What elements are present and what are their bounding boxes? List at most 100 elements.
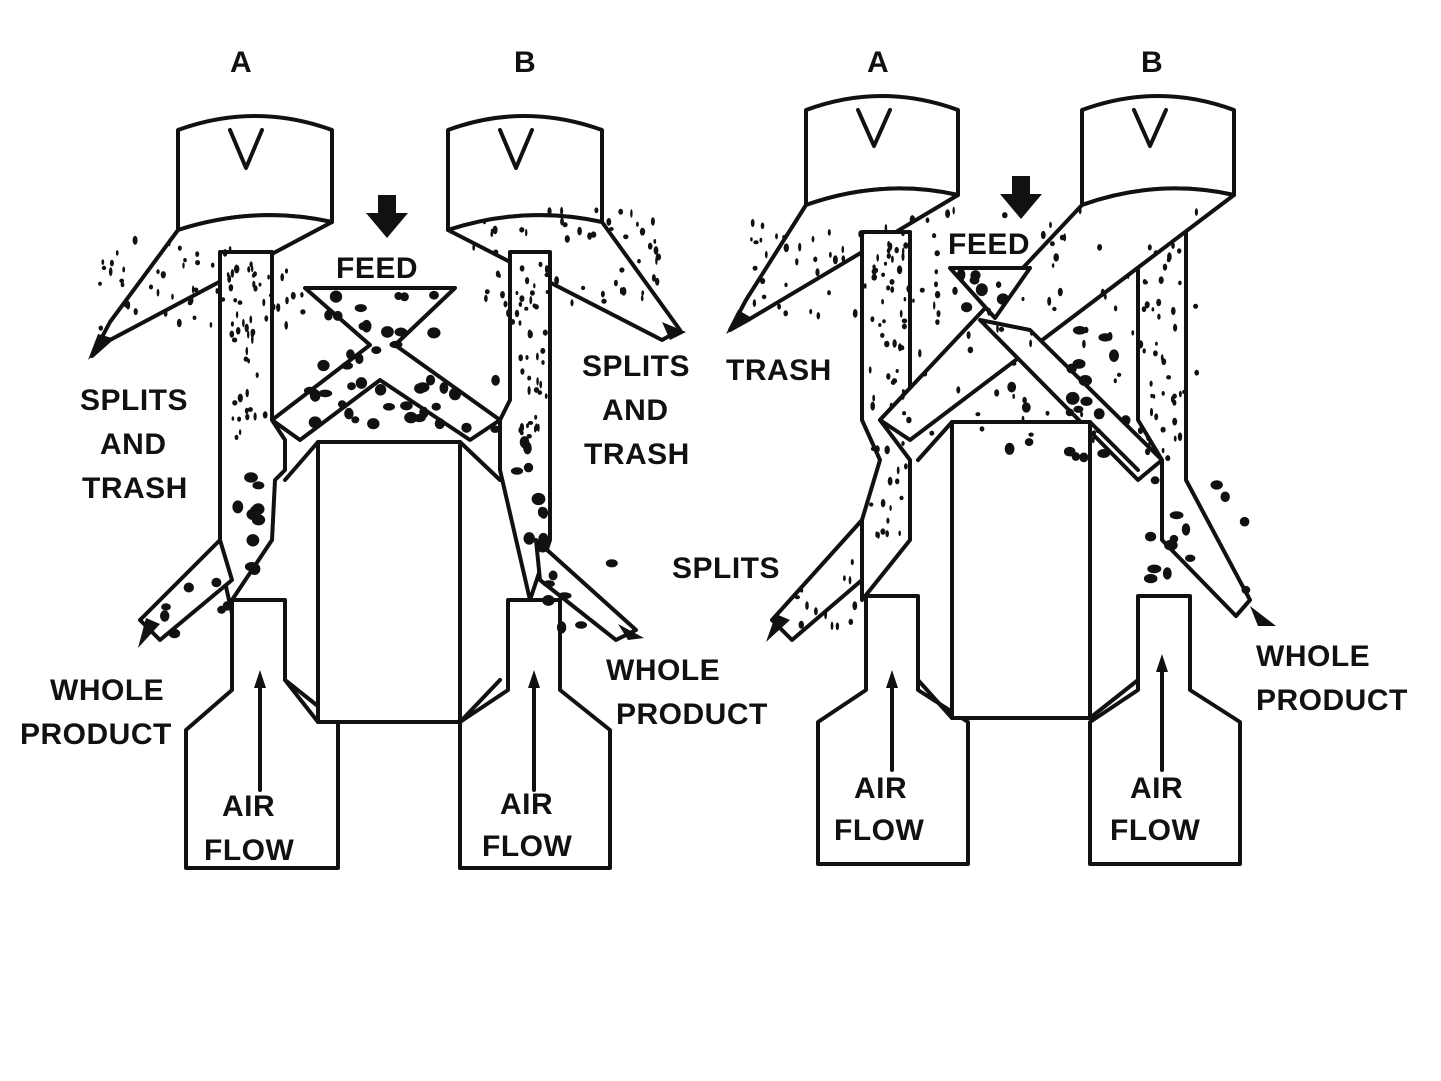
grain-particle — [528, 421, 533, 425]
grain-particle — [782, 235, 787, 239]
grain-particle — [1117, 373, 1121, 377]
grain-particle — [1146, 432, 1149, 441]
grain-particle — [1079, 206, 1082, 214]
grain-particle — [534, 415, 537, 420]
grain-particle — [970, 276, 980, 285]
grain-particle — [1166, 375, 1171, 379]
grain-particle — [231, 321, 234, 326]
grain-particle — [890, 403, 893, 410]
grain-particle — [886, 373, 890, 380]
grain-particle — [651, 217, 655, 225]
grain-particle — [324, 310, 333, 321]
label-air-flow-3a: AIR — [854, 772, 907, 805]
grain-particle — [183, 258, 187, 262]
grain-particle — [828, 229, 831, 236]
grain-particle — [933, 301, 935, 309]
grain-particle — [878, 323, 881, 327]
grain-particle — [1058, 288, 1063, 297]
grain-particle — [761, 223, 765, 230]
grain-particle — [519, 320, 522, 326]
grain-particle — [750, 237, 753, 241]
grain-particle — [833, 255, 838, 264]
grain-particle — [161, 271, 166, 278]
grain-particle — [539, 507, 548, 519]
grain-particle — [619, 267, 624, 272]
grain-particle — [888, 243, 892, 251]
grain-particle — [783, 310, 788, 316]
grain-particle — [119, 279, 124, 283]
grain-particle — [920, 288, 925, 293]
grain-particle — [1114, 305, 1117, 311]
grain-particle — [1145, 301, 1150, 308]
grain-particle — [813, 257, 817, 263]
grain-particle — [812, 236, 815, 242]
grain-particle — [1153, 394, 1156, 399]
grain-particle — [827, 290, 831, 295]
grain-particle — [536, 541, 549, 553]
grain-particle — [232, 416, 235, 420]
grain-particle — [904, 297, 907, 301]
grain-particle — [536, 353, 539, 361]
grain-particle — [805, 601, 809, 610]
grain-particle — [932, 233, 936, 238]
label-trash: TRASH — [726, 354, 832, 387]
grain-particle — [506, 309, 510, 317]
grain-particle — [520, 436, 530, 448]
grain-particle — [238, 300, 243, 305]
grain-particle — [485, 289, 490, 294]
label-air-flow-1b: FLOW — [204, 834, 294, 867]
grain-particle — [427, 327, 440, 338]
grain-particle — [906, 417, 911, 424]
label-splits-and-trash-right-3: TRASH — [584, 438, 690, 471]
grain-particle — [490, 232, 493, 237]
grain-particle — [245, 324, 249, 333]
grain-particle — [799, 621, 804, 629]
grain-particle — [533, 283, 535, 288]
grain-particle — [842, 255, 846, 262]
grain-particle — [1029, 340, 1032, 348]
grain-particle — [232, 338, 237, 343]
arrowhead-splits-trash-a-left — [88, 334, 112, 360]
label-whole-product-1b: PRODUCT — [20, 718, 172, 751]
grain-particle — [800, 588, 803, 592]
grain-particle — [869, 366, 872, 373]
grain-particle — [500, 291, 505, 298]
grain-particle — [543, 330, 548, 336]
grain-particle — [896, 369, 899, 373]
trash-chute-a-left — [92, 215, 332, 356]
grain-particle — [1028, 433, 1033, 437]
arrowhead-whole-product-right — [1250, 606, 1276, 626]
grain-particle — [239, 429, 241, 435]
grain-particle — [161, 603, 171, 610]
grain-particle — [267, 275, 270, 280]
grain-particle — [884, 262, 887, 266]
grain-particle — [524, 307, 528, 311]
grain-particle — [849, 619, 854, 625]
grain-particle — [528, 386, 531, 395]
grain-particle — [249, 563, 261, 575]
label-air-flow-2b: FLOW — [482, 830, 572, 863]
grain-particle — [885, 224, 888, 232]
label-air-flow-2a: AIR — [500, 788, 553, 821]
grain-particle — [1082, 340, 1086, 349]
grain-particle — [843, 575, 846, 581]
grain-particle — [885, 530, 889, 537]
grain-particle — [1167, 252, 1172, 261]
grain-particle — [511, 467, 523, 475]
grain-particle — [1121, 415, 1130, 425]
grain-particle — [1097, 244, 1102, 251]
grain-particle — [449, 388, 461, 401]
label-whole-product-3b: PRODUCT — [1256, 684, 1408, 717]
grain-particle — [1162, 391, 1165, 396]
grain-particle — [356, 377, 367, 389]
grain-particle — [996, 324, 999, 333]
grain-particle — [1172, 400, 1176, 406]
grain-particle — [1182, 390, 1186, 394]
grain-particle — [1109, 349, 1119, 362]
grain-particle — [901, 393, 905, 400]
grain-particle — [565, 235, 570, 243]
label-b-right: B — [1141, 46, 1163, 79]
grain-particle — [524, 532, 535, 545]
feed-arrow-left — [366, 195, 408, 238]
grain-particle — [263, 411, 268, 418]
